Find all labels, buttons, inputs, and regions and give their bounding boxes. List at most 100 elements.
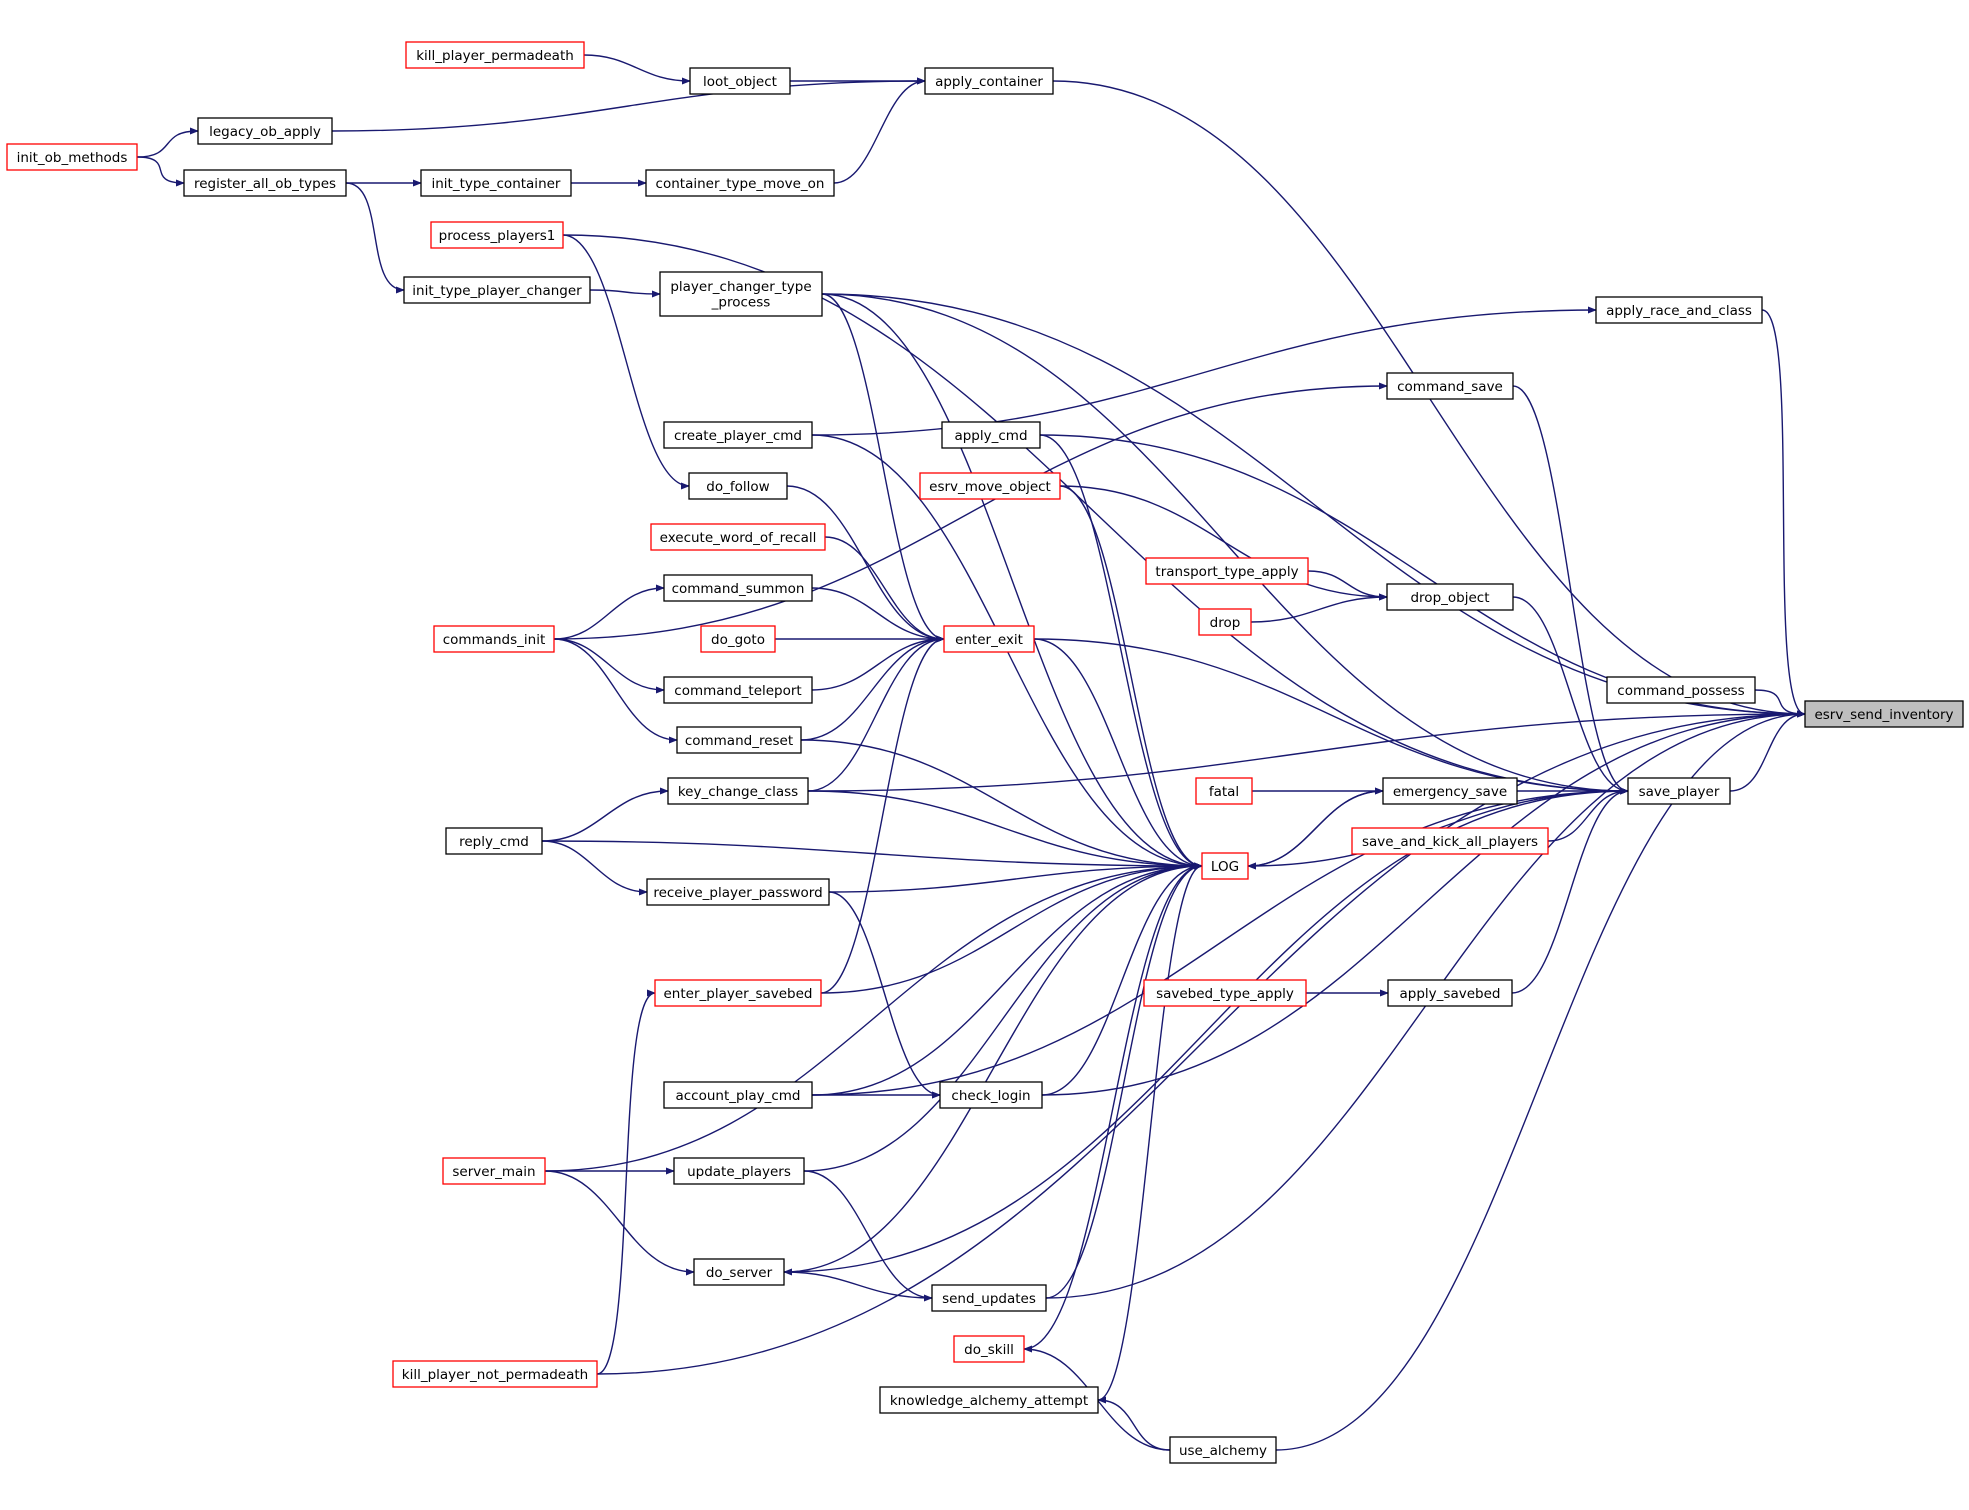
edge-do_skill-to-LOG (1023, 862, 1203, 1350)
node-init_type_container[interactable]: init_type_container (420, 169, 572, 197)
node-fatal[interactable]: fatal (1195, 777, 1253, 805)
node-knowledge_alchemy_attempt[interactable]: knowledge_alchemy_attempt (879, 1386, 1099, 1414)
edge-apply_cmd-to-LOG (1039, 434, 1203, 870)
node-box (197, 117, 333, 145)
node-label: command_summon (672, 581, 805, 597)
node-update_players[interactable]: update_players (673, 1157, 805, 1185)
edge-commands_init-to-command_save (553, 382, 1388, 640)
node-command_summon[interactable]: command_summon (663, 574, 813, 602)
node-send_updates[interactable]: send_updates (931, 1284, 1047, 1312)
node-LOG[interactable]: LOG (1201, 852, 1249, 880)
node-apply_savebed[interactable]: apply_savebed (1387, 979, 1513, 1007)
edge-do_server-to-save_player (783, 787, 1629, 1273)
node-box (1143, 979, 1307, 1007)
node-process_players1[interactable]: process_players1 (430, 221, 564, 249)
node-server_main[interactable]: server_main (442, 1157, 546, 1185)
node-label: command_teleport (674, 683, 801, 699)
node-loot_object[interactable]: loot_object (689, 67, 791, 95)
edge-enter_exit-to-LOG (1033, 638, 1203, 870)
node-box (1169, 1436, 1277, 1464)
node-box (663, 1081, 813, 1109)
node-box (879, 1386, 1099, 1414)
node-legacy_ob_apply[interactable]: legacy_ob_apply (197, 117, 333, 145)
edge-init_ob_methods-to-register_all_ob_types (136, 156, 185, 187)
node-enter_exit[interactable]: enter_exit (943, 625, 1035, 653)
node-label: enter_player_savebed (664, 986, 813, 1002)
node-init_type_player_changer[interactable]: init_type_player_changer (403, 276, 591, 304)
node-box (445, 827, 543, 855)
node-receive_player_password[interactable]: receive_player_password (646, 878, 830, 906)
node-do_skill[interactable]: do_skill (953, 1335, 1025, 1363)
edge-enter_exit-to-save_player (1033, 638, 1629, 795)
node-label: do_follow (706, 479, 769, 495)
node-do_follow[interactable]: do_follow (688, 472, 788, 500)
node-save_player[interactable]: save_player (1627, 777, 1731, 805)
node-init_ob_methods[interactable]: init_ob_methods (6, 143, 138, 171)
node-account_play_cmd[interactable]: account_play_cmd (663, 1081, 813, 1109)
node-label: _process (711, 295, 771, 311)
node-apply_cmd[interactable]: apply_cmd (941, 421, 1041, 449)
node-label: receive_player_password (653, 885, 822, 901)
node-kill_player_not_permadeath[interactable]: kill_player_not_permadeath (392, 1360, 598, 1388)
node-command_reset[interactable]: command_reset (676, 726, 802, 754)
node-label: savebed_type_apply (1156, 986, 1294, 1002)
node-label: command_possess (1617, 683, 1744, 699)
node-label: use_alchemy (1179, 1443, 1267, 1459)
node-label: do_skill (964, 1342, 1014, 1358)
node-box (659, 271, 823, 317)
node-drop_object[interactable]: drop_object (1386, 583, 1514, 611)
edge-commands_init-to-command_teleport (553, 638, 665, 694)
edge-do_server-to-LOG (783, 862, 1203, 1273)
node-do_server[interactable]: do_server (693, 1258, 785, 1286)
node-do_goto[interactable]: do_goto (700, 625, 776, 653)
node-kill_player_permadeath[interactable]: kill_player_permadeath (405, 41, 585, 69)
node-label: reply_cmd (459, 834, 529, 850)
edge-update_players-to-LOG (803, 862, 1203, 1172)
node-label: account_play_cmd (675, 1088, 800, 1104)
node-box (392, 1360, 598, 1388)
node-label: apply_cmd (954, 428, 1027, 444)
node-box (689, 67, 791, 95)
node-commands_init[interactable]: commands_init (433, 625, 555, 653)
node-enter_player_savebed[interactable]: enter_player_savebed (654, 979, 822, 1007)
node-player_changer_type_process[interactable]: player_changer_type_process (659, 271, 823, 317)
node-create_player_cmd[interactable]: create_player_cmd (663, 421, 813, 449)
node-command_teleport[interactable]: command_teleport (663, 676, 813, 704)
node-box (433, 625, 555, 653)
edge-update_players-to-send_updates (803, 1170, 933, 1302)
node-box (953, 1335, 1025, 1363)
node-box (1351, 827, 1549, 855)
node-container_type_move_on[interactable]: container_type_move_on (645, 169, 835, 197)
edge-register_all_ob_types-to-init_type_player_changer (345, 182, 405, 294)
node-emergency_save[interactable]: emergency_save (1382, 777, 1518, 805)
edge-esrv_move_object-to-drop_object (1059, 485, 1388, 601)
node-reply_cmd[interactable]: reply_cmd (445, 827, 543, 855)
edge-apply_race_and_class-to-esrv_send_inventory (1761, 309, 1806, 718)
node-apply_container[interactable]: apply_container (924, 67, 1054, 95)
edge-container_type_move_on-to-apply_container (833, 77, 926, 184)
edge-receive_player_password-to-LOG (828, 862, 1203, 893)
edge-command_summon-to-enter_exit (811, 587, 945, 643)
edge-commands_init-to-command_reset (553, 638, 678, 744)
edge-legacy_ob_apply-to-apply_container (331, 77, 926, 132)
node-label: knowledge_alchemy_attempt (890, 1393, 1088, 1409)
edge-LOG-to-emergency_save (1247, 787, 1384, 867)
node-esrv_move_object[interactable]: esrv_move_object (919, 472, 1061, 500)
node-execute_word_of_recall[interactable]: execute_word_of_recall (650, 523, 826, 551)
node-drop[interactable]: drop (1198, 608, 1252, 636)
node-key_change_class[interactable]: key_change_class (667, 777, 809, 805)
node-apply_race_and_class[interactable]: apply_race_and_class (1595, 296, 1763, 324)
node-save_and_kick_all_players[interactable]: save_and_kick_all_players (1351, 827, 1549, 855)
node-check_login[interactable]: check_login (939, 1081, 1043, 1109)
node-command_save[interactable]: command_save (1386, 372, 1514, 400)
node-command_possess[interactable]: command_possess (1606, 676, 1756, 704)
edge-use_alchemy-to-knowledge_alchemy_attempt (1097, 1396, 1171, 1451)
node-esrv_send_inventory[interactable]: esrv_send_inventory (1804, 700, 1964, 728)
edge-process_players1-to-do_follow (562, 234, 690, 490)
node-box (941, 421, 1041, 449)
node-register_all_ob_types[interactable]: register_all_ob_types (183, 169, 347, 197)
node-box (663, 676, 813, 704)
node-transport_type_apply[interactable]: transport_type_apply (1145, 557, 1309, 585)
node-savebed_type_apply[interactable]: savebed_type_apply (1143, 979, 1307, 1007)
node-use_alchemy[interactable]: use_alchemy (1169, 1436, 1277, 1464)
